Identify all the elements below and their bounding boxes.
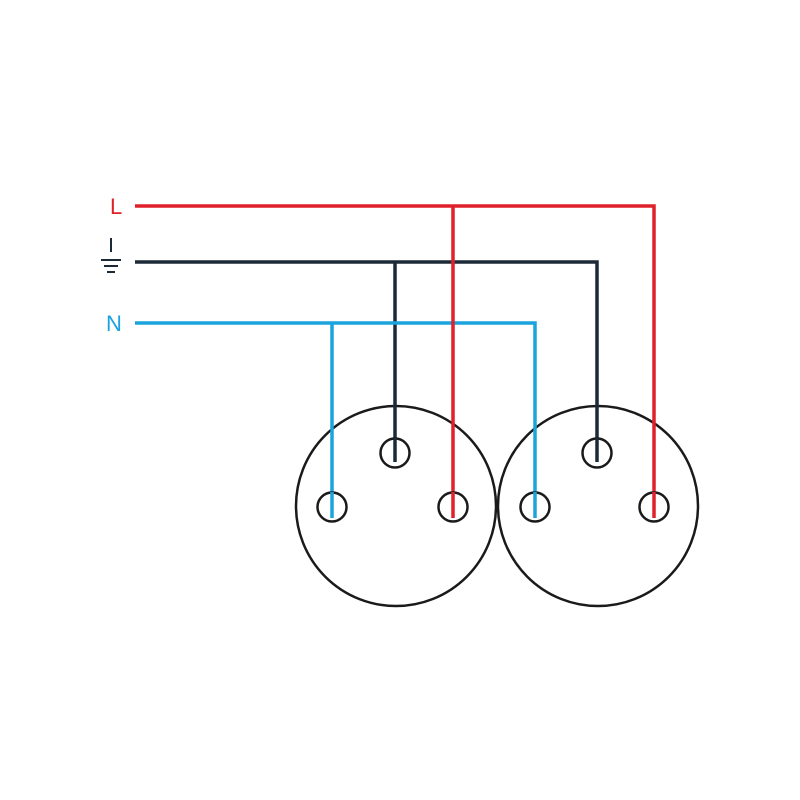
earth-bus-wire bbox=[135, 260, 599, 462]
neutral-label: N bbox=[106, 311, 122, 336]
neutral-bus-wire bbox=[135, 321, 537, 518]
live-bus-wire bbox=[135, 204, 656, 518]
ground-icon bbox=[101, 238, 121, 273]
live-label: L bbox=[110, 194, 122, 219]
